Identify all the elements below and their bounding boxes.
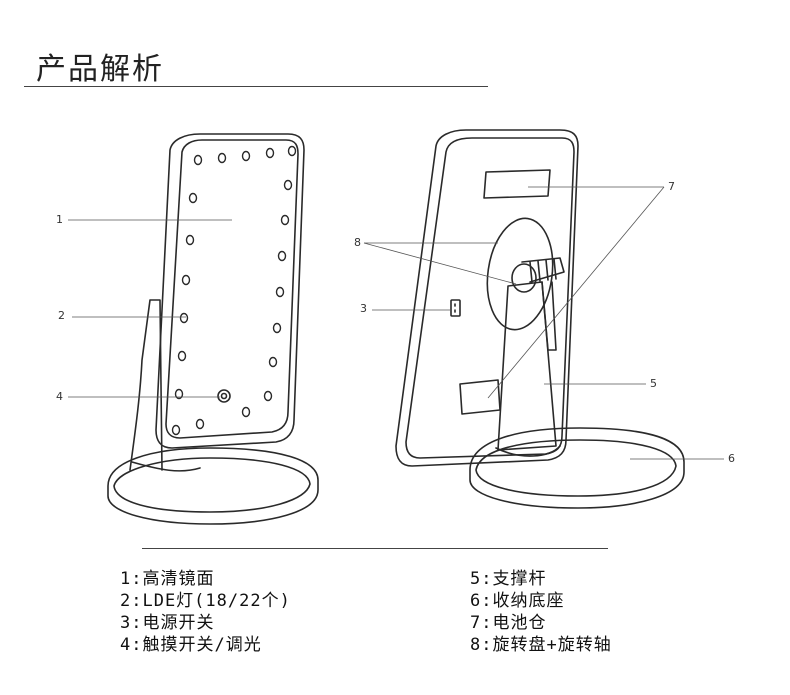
touch-switch: [217, 389, 231, 403]
front-base: [107, 447, 319, 525]
legend-item-8: 8:旋转盘+旋转轴: [470, 635, 612, 655]
legend-item-3: 3:电源开关: [120, 613, 215, 633]
battery-compartment: [483, 169, 551, 199]
page-title: 产品解析: [36, 52, 164, 87]
callout-7: 7: [668, 180, 675, 193]
title-underline: [24, 86, 488, 87]
led-ring: [171, 145, 297, 436]
front-view: [107, 133, 319, 525]
back-mirror-panel: [405, 137, 575, 459]
power-switch: [450, 299, 461, 317]
callout-3: 3: [360, 302, 367, 315]
back-view: [395, 129, 685, 509]
callout-4: 4: [56, 390, 63, 403]
rotating-axis: [511, 257, 565, 293]
legend-right: 5:支撑杆 6:收纳底座 7:电池仓 8:旋转盘+旋转轴: [470, 568, 612, 656]
front-arm: [129, 299, 163, 471]
front-mirror-back: [155, 133, 305, 449]
callout-5: 5: [650, 377, 657, 390]
legend-item-5: 5:支撑杆: [470, 569, 547, 589]
back-label-plate: [459, 379, 501, 415]
legend-divider: [142, 548, 608, 549]
legend-item-4: 4:触摸开关/调光: [120, 635, 262, 655]
legend-item-6: 6:收纳底座: [470, 591, 565, 611]
callout-1: 1: [56, 213, 63, 226]
leader-lines: [68, 186, 724, 460]
callout-8: 8: [354, 236, 361, 249]
legend-left: 1:高清镜面 2:LDE灯(18/22个) 3:电源开关 4:触摸开关/调光: [120, 568, 291, 656]
legend-item-7: 7:电池仓: [470, 613, 547, 633]
front-mirror-face: [165, 139, 299, 439]
rotating-disk: [486, 217, 554, 331]
legend-item-2: 2:LDE灯(18/22个): [120, 591, 291, 611]
back-mirror-edge: [395, 129, 579, 467]
support-pole: [497, 281, 557, 451]
legend-item-1: 1:高清镜面: [120, 569, 215, 589]
callout-6: 6: [728, 452, 735, 465]
callout-2: 2: [58, 309, 65, 322]
back-base: [469, 427, 685, 509]
